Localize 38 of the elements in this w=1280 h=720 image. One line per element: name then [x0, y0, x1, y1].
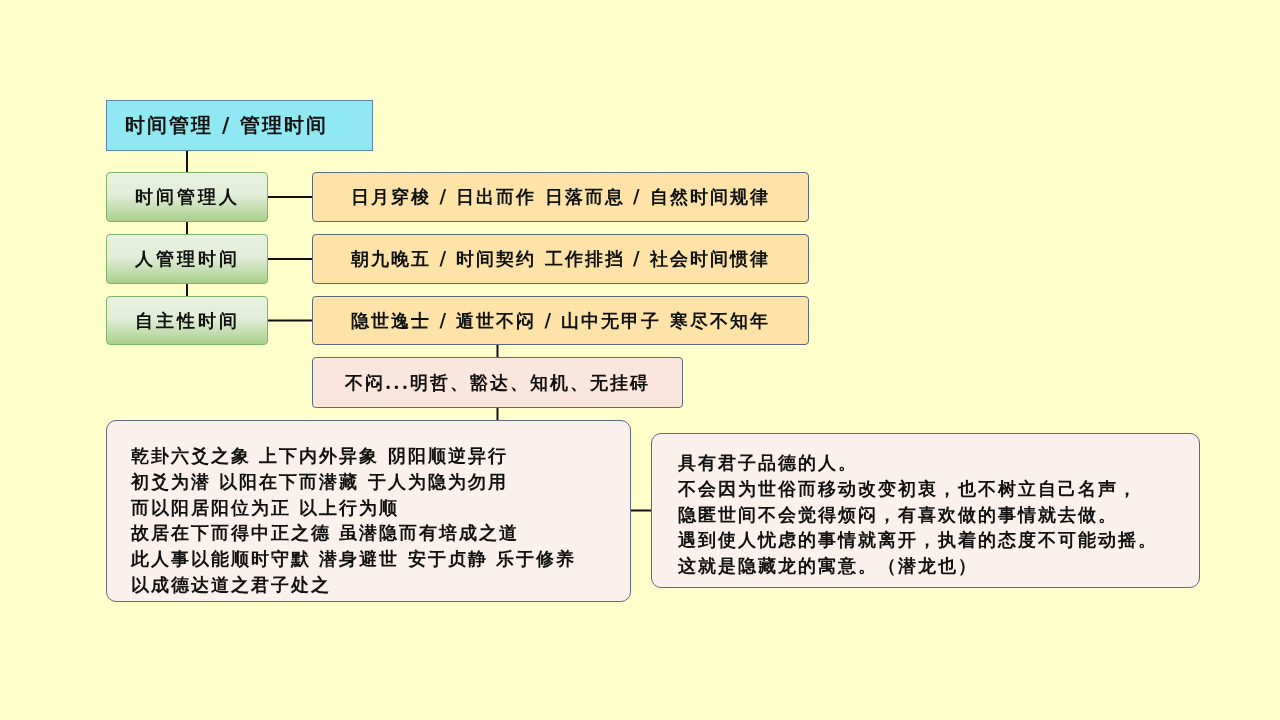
category-box [106, 296, 268, 345]
text-line: 故居在下而得中正之德 虽潜隐而有培成之道 [131, 521, 521, 546]
text-panel [651, 433, 1200, 588]
text-panel [106, 420, 631, 602]
text-line: 不会因为世俗而移动改变初衷，也不树立自己名声， [678, 476, 1139, 501]
category-box [106, 172, 268, 222]
text-line: 遇到使人忧虑的事情就离开，执着的态度不可能动摇。 [678, 528, 1159, 553]
box-label: 不闷...明哲、豁达、知机、无挂碍 [345, 370, 650, 395]
connector-line [496, 344, 499, 358]
category-box [106, 234, 268, 284]
text-line: 隐匿世间不会觉得烦闷，有喜欢做的事情就去做。 [678, 502, 1119, 527]
box-label: 日月穿梭 / 日出而作 日落而息 / 自然时间规律 [351, 185, 770, 209]
connector-line [186, 283, 188, 297]
text-line: 此人事以能顺时守默 潜身避世 安于贞静 乐于修养 [131, 547, 577, 572]
text-line: 这就是隐藏龙的寓意。（潜龙也） [678, 554, 979, 579]
text-line: 而以阳居阳位为正 以上行为顺 [131, 495, 401, 520]
description-box [312, 234, 809, 284]
box-label: 时间管理 / 管理时间 [125, 112, 330, 139]
connector-line [267, 258, 313, 260]
connector-line [630, 509, 652, 512]
connector-line [186, 150, 188, 173]
description-box [312, 296, 809, 345]
text-line: 具有君子品德的人。 [678, 451, 859, 475]
connector-line [267, 319, 313, 322]
connector-line [186, 221, 188, 235]
connector-line [267, 196, 313, 198]
box-label: 自主性时间 [134, 308, 240, 333]
text-line: 以成德达道之君子处之 [131, 573, 332, 597]
box-label: 隐世逸士 / 遁世不闷 / 山中无甲子 寒尽不知年 [351, 308, 770, 333]
text-line: 初爻为潜 以阳在下而潜藏 于人为隐为勿用 [131, 469, 509, 494]
header-box [106, 100, 373, 151]
box-label: 朝九晚五 / 时间契约 工作排挡 / 社会时间惯律 [351, 247, 770, 271]
description-box [312, 172, 809, 222]
box-label: 时间管理人 [134, 185, 240, 209]
connector-line [496, 407, 499, 421]
text-line: 乾卦六爻之象 上下内外异象 阴阳顺逆异行 [131, 444, 509, 468]
summary-box [312, 357, 683, 408]
box-label: 人管理时间 [134, 247, 240, 271]
